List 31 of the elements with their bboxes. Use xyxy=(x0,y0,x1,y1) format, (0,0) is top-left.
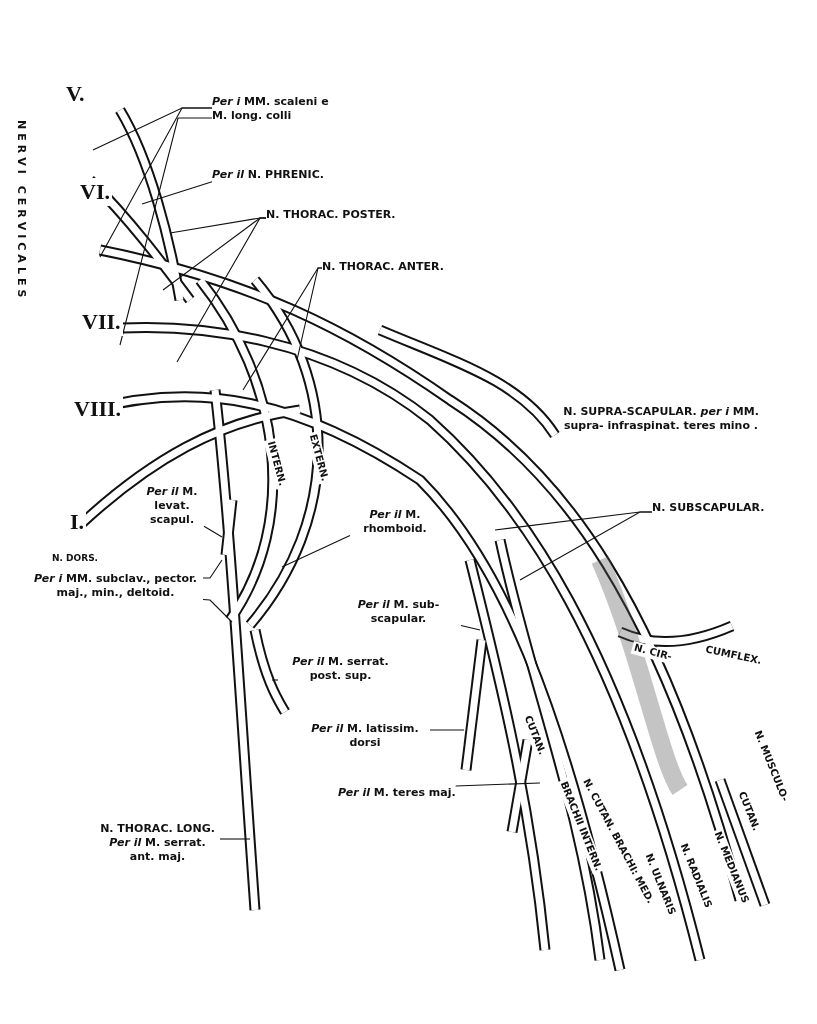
leader-line xyxy=(176,217,267,363)
callout-label: N. THORAC. ANTER. xyxy=(322,260,444,274)
callout-label: N. THORAC. LONG. Per il M. serrat. ant. maj. xyxy=(95,822,220,864)
leader-line xyxy=(219,838,251,840)
nerve-label: N. DORS. xyxy=(52,553,99,565)
leader-line xyxy=(119,117,213,346)
callout-label: Per il M. sub- scapular. xyxy=(336,598,461,626)
leader-line xyxy=(99,107,213,258)
callout-label: Per il N. PHRENIC. xyxy=(212,168,324,182)
callout-label: Per i MM. subclav., pector. maj., min., deltoid. xyxy=(28,572,203,600)
callout-label: Per il M. rhomboid. xyxy=(350,508,440,536)
leader-line xyxy=(202,598,233,623)
nerve-label: N. SUPRA-SCAPULAR. per i MM. supra- infraspinat. teres mino . xyxy=(562,405,760,433)
leader-line xyxy=(281,534,351,568)
leader-line xyxy=(429,729,465,731)
leader-line xyxy=(202,559,223,579)
leader-line xyxy=(519,511,653,581)
leader-line xyxy=(296,267,323,361)
callout-label: Per il M. latissim. dorsi xyxy=(300,722,430,750)
leader-line xyxy=(271,679,279,681)
leader-line xyxy=(203,525,223,538)
callout-label: N. SUBSCAPULAR. xyxy=(652,501,765,515)
callout-label: Per i MM. scaleni e M. long. colli xyxy=(212,95,330,123)
callout-label: Per il M. teres maj. xyxy=(338,786,456,800)
leader-line xyxy=(141,181,213,205)
leader-line xyxy=(455,782,541,787)
vertebra-numeral: VI. xyxy=(78,178,112,206)
leader-line xyxy=(460,624,481,631)
callout-label: Per il M. levat. scapul. xyxy=(140,485,204,527)
callout-label: Per il M. serrat. post. sup. xyxy=(278,655,403,683)
callout-label: N. THORAC. POSTER. xyxy=(266,208,396,222)
